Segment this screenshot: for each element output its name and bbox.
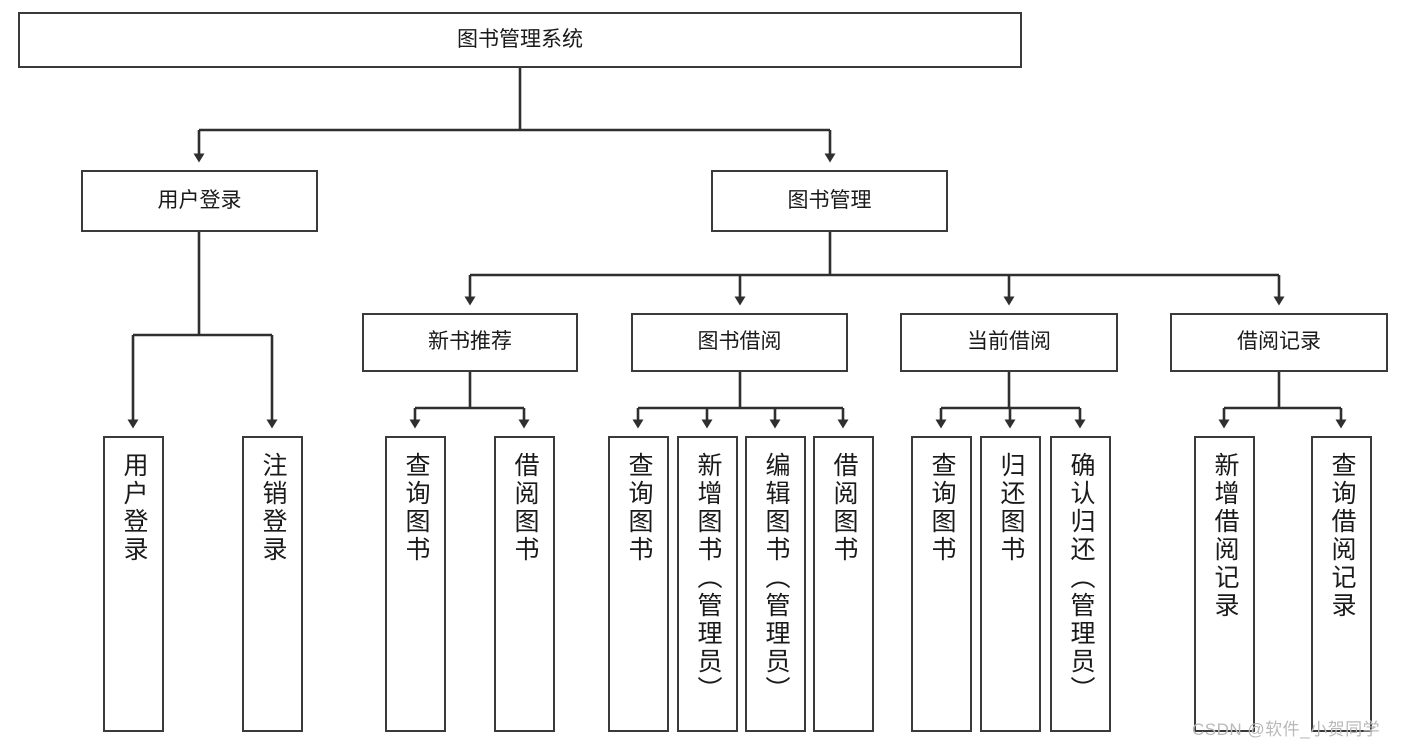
node-new-book-recommend[interactable]: 新书推荐: [362, 313, 578, 372]
node-book-manage[interactable]: 图书管理: [711, 170, 948, 232]
leaf-query-record[interactable]: 查询借阅记录: [1311, 436, 1372, 732]
leaf-edit-book-label: 编辑图书（管理员）: [762, 452, 790, 704]
leaf-query-book-2[interactable]: 查询图书: [608, 436, 669, 732]
csdn-watermark: CSDN @软件_小贺同学: [1192, 720, 1381, 739]
leaf-add-book[interactable]: 新增图书（管理员）: [677, 436, 738, 732]
leaf-borrow-book-2[interactable]: 借阅图书: [813, 436, 874, 732]
leaf-user-login[interactable]: 用户登录: [103, 436, 164, 732]
node-new-book-recommend-label: 新书推荐: [428, 330, 512, 354]
leaf-borrow-book-1-label: 借阅图书: [511, 452, 539, 564]
leaf-edit-book[interactable]: 编辑图书（管理员）: [745, 436, 806, 732]
leaf-query-book-3-label: 查询图书: [928, 452, 956, 564]
leaf-query-book-1[interactable]: 查询图书: [385, 436, 446, 732]
leaf-return-book[interactable]: 归还图书: [980, 436, 1041, 732]
leaf-return-book-label: 归还图书: [997, 452, 1025, 564]
leaf-borrow-book-1[interactable]: 借阅图书: [494, 436, 555, 732]
node-book-manage-label: 图书管理: [787, 188, 872, 212]
leaf-borrow-book-2-label: 借阅图书: [830, 452, 858, 564]
leaf-logout[interactable]: 注销登录: [242, 436, 303, 732]
node-user-login-label: 用户登录: [157, 188, 242, 212]
leaf-logout-label: 注销登录: [259, 452, 287, 564]
leaf-add-record-label: 新增借阅记录: [1211, 452, 1239, 620]
leaf-user-login-label: 用户登录: [120, 452, 148, 564]
node-borrow-record[interactable]: 借阅记录: [1170, 313, 1388, 372]
leaf-confirm-return-label: 确认归还（管理员）: [1067, 452, 1095, 704]
leaf-confirm-return[interactable]: 确认归还（管理员）: [1050, 436, 1111, 732]
node-user-login[interactable]: 用户登录: [81, 170, 318, 232]
node-book-borrow-label: 图书借阅: [697, 330, 782, 354]
leaf-add-record[interactable]: 新增借阅记录: [1194, 436, 1255, 732]
node-current-borrow[interactable]: 当前借阅: [900, 313, 1118, 372]
node-current-borrow-label: 当前借阅: [967, 330, 1051, 354]
leaf-query-book-3[interactable]: 查询图书: [911, 436, 972, 732]
leaf-query-book-1-label: 查询图书: [402, 452, 430, 564]
node-book-borrow[interactable]: 图书借阅: [631, 313, 848, 372]
leaf-query-record-label: 查询借阅记录: [1328, 452, 1356, 620]
node-root-label: 图书管理系统: [457, 27, 583, 51]
node-borrow-record-label: 借阅记录: [1237, 330, 1321, 354]
node-root[interactable]: 图书管理系统: [18, 12, 1022, 68]
leaf-add-book-label: 新增图书（管理员）: [694, 452, 722, 704]
leaf-query-book-2-label: 查询图书: [625, 452, 653, 564]
